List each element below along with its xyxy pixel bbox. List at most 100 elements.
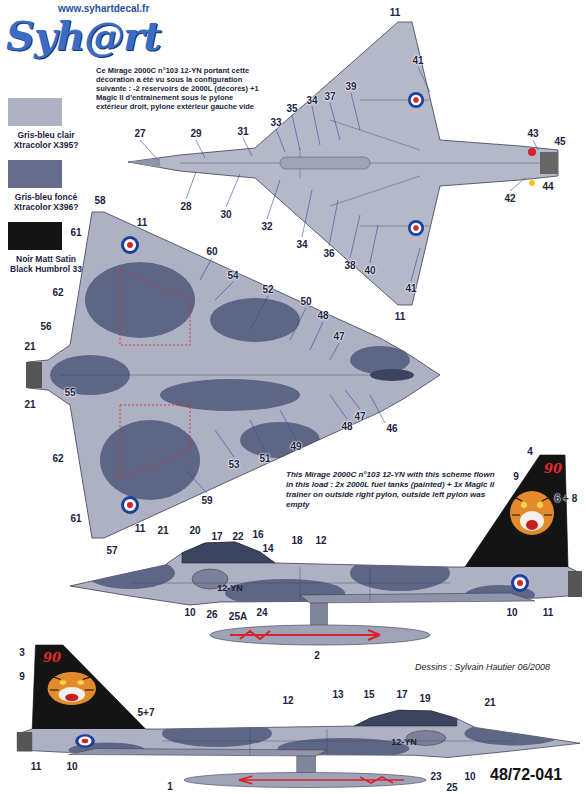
callout-number: 47 [354,411,365,422]
callout-number: 48 [341,421,352,432]
callout-number: 41 [412,55,423,66]
sheet-reference: 48/72-041 [490,766,562,784]
callout-number: 27 [134,128,145,139]
callout-number: 42 [504,193,515,204]
callout-number: 10 [464,771,475,782]
side-view-right [70,455,582,645]
note-english: This Mirage 2000C n°103 12-YN with this … [286,470,501,510]
callout-number: 13 [332,689,343,700]
callout-number: 59 [201,495,212,506]
callout-number: 25A [229,611,247,622]
color-swatch [8,160,62,188]
color-swatch [8,222,62,250]
callout-number: 28 [180,201,191,212]
callout-number: 44 [542,181,553,192]
callout-number: 47 [333,331,344,342]
callout-number: 32 [261,221,272,232]
callout-number: 30 [220,209,231,220]
callout-number: 14 [262,543,273,554]
callout-number: 11 [395,311,406,322]
callout-number: 51 [259,453,270,464]
callout-number: 33 [270,117,281,128]
callout-number: 12 [315,535,326,546]
callout-number: 37 [324,91,335,102]
side-view-left [17,645,580,788]
callout-number: 20 [189,525,200,536]
callout-number: 35 [286,103,297,114]
callout-number: 16 [252,529,263,540]
callout-number: 61 [70,227,81,238]
callout-number: 45 [554,136,565,147]
legend-entry: Gris-bleu foncé Xtracolor X396? [4,160,88,220]
note-french: Ce Mirage 2000C n°103 12-YN portant cett… [96,66,262,111]
callout-number: 6 + 8 [555,493,578,504]
callout-number: 1 [167,781,173,792]
callout-number: 9 [19,671,25,682]
callout-number: 11 [137,217,148,228]
callout-number: 54 [227,270,238,281]
callout-number: 9 [513,471,519,482]
artist-credit: Dessins : Sylvain Hautier 06/2008 [415,662,550,672]
callout-number: 61 [70,513,81,524]
callout-number: 22 [232,531,243,542]
callout-number: 11 [135,523,146,534]
callout-number: 2 [314,650,320,661]
callout-number: 39 [345,81,356,92]
color-swatch [8,98,62,126]
callout-number: 23 [430,771,441,782]
callout-number: 21 [24,399,35,410]
callout-number: 10 [184,607,195,618]
callout-number: 49 [290,441,301,452]
aircraft-code: 12-YN [217,583,243,593]
callout-number: 38 [344,260,355,271]
callout-number: 21 [157,525,168,536]
top-view [26,212,440,538]
callout-number: 18 [291,535,302,546]
callout-number: 41 [405,283,416,294]
squadron-number: 90 [43,650,61,665]
callout-number: 26 [206,609,217,620]
legend-entry: Gris-bleu clair Xtracolor X395? [4,98,88,158]
color-name: Gris-bleu clair Xtracolor X395? [4,130,88,150]
callout-number: 11 [543,607,554,618]
callout-number: 34 [296,239,307,250]
callout-number: 21 [24,341,35,352]
callout-number: 24 [256,607,267,618]
callout-number: 11 [390,7,401,18]
callout-number: 62 [52,453,63,464]
callout-number: 25 [446,781,457,792]
callout-number: 5+7 [138,707,155,718]
callout-number: 4 [527,446,533,457]
callout-number: 17 [211,531,222,542]
callout-number: 55 [64,387,75,398]
color-name: Gris-bleu foncé Xtracolor X396? [4,192,88,212]
callout-number: 34 [306,95,317,106]
callout-number: 12 [282,695,293,706]
callout-number: 11 [31,761,42,772]
callout-number: 57 [106,545,117,556]
aircraft-code: 12-YN [391,737,417,747]
callout-number: 31 [237,126,248,137]
callout-number: 43 [527,128,538,139]
callout-number: 60 [206,246,217,257]
callout-number: 40 [364,265,375,276]
callout-number: 53 [228,459,239,470]
callout-number: 36 [323,248,334,259]
squadron-number: 90 [544,461,562,476]
callout-number: 10 [66,761,77,772]
callout-number: 62 [52,287,63,298]
callout-number: 19 [419,693,430,704]
callout-number: 29 [190,128,201,139]
color-name: Noir Matt Satin Black Humbrol 33 [4,254,88,274]
callout-number: 21 [484,697,495,708]
callout-number: 17 [396,689,407,700]
legend-entry: Noir Matt Satin Black Humbrol 33 [4,222,88,282]
callout-number: 56 [40,321,51,332]
callout-number: 3 [19,647,25,658]
callout-number: 58 [94,195,105,206]
brand-logo: Syh@rt [6,12,161,59]
callout-number: 48 [317,310,328,321]
website-url: www.syhartdecal.fr [58,3,149,14]
callout-number: 46 [386,423,397,434]
